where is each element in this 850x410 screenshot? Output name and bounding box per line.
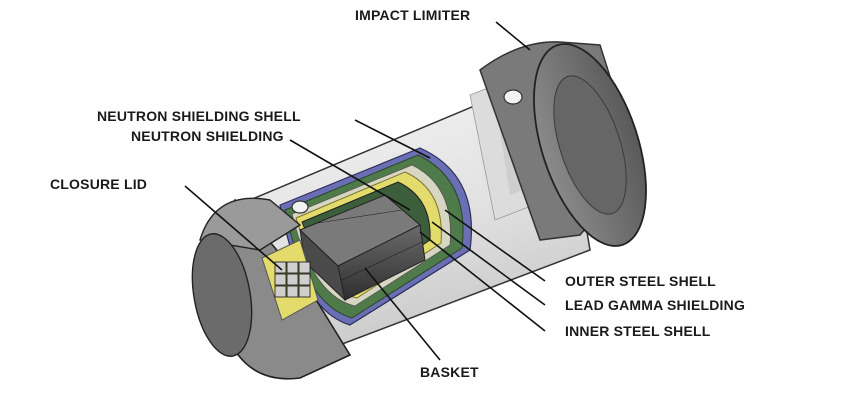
leader-closure-lid	[184, 185, 283, 271]
leader-neutron-shielding-shell	[354, 119, 431, 159]
label-impact-limiter: IMPACT LIMITER	[355, 7, 470, 23]
fuel-grid	[274, 261, 311, 298]
label-closure-lid: CLOSURE LID	[50, 176, 147, 192]
leader-lead-gamma-shielding	[431, 221, 546, 306]
label-inner-steel-shell: INNER STEEL SHELL	[565, 323, 711, 339]
leader-impact-limiter	[495, 21, 531, 51]
label-lead-gamma-shielding: LEAD GAMMA SHIELDING	[565, 297, 745, 313]
label-neutron-shielding: NEUTRON SHIELDING	[131, 128, 284, 144]
left-impact-limiter	[191, 197, 352, 380]
basket-assembly	[299, 194, 426, 302]
label-outer-steel-shell: OUTER STEEL SHELL	[565, 273, 716, 289]
leader-lines	[184, 21, 546, 361]
label-basket: BASKET	[420, 364, 479, 380]
leader-basket	[364, 267, 441, 361]
trunnion-right	[503, 89, 523, 105]
right-impact-limiter	[479, 41, 647, 247]
leader-inner-steel-shell	[419, 231, 546, 332]
leader-outer-steel-shell	[444, 209, 546, 282]
leader-neutron-shielding	[289, 139, 411, 211]
trunnion-left	[291, 200, 309, 214]
label-neutron-shielding-shell: NEUTRON SHIELDING SHELL	[97, 108, 301, 124]
